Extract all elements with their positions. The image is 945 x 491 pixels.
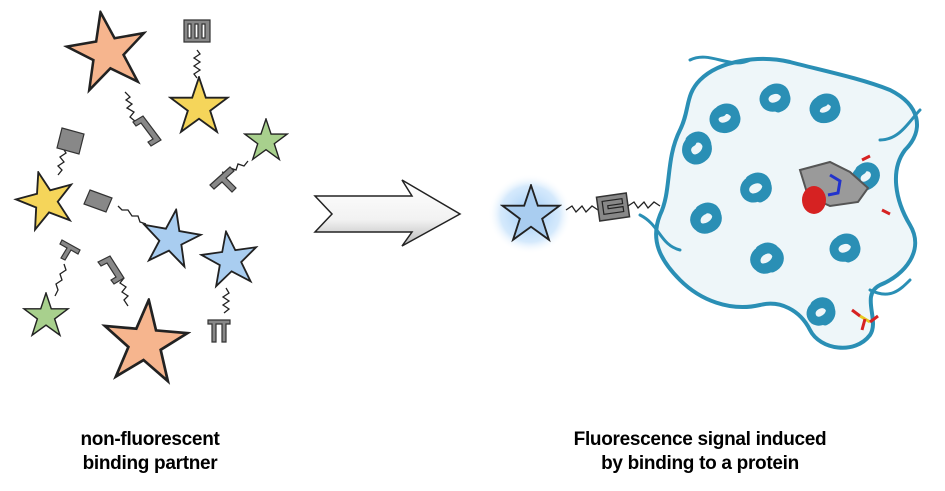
orange-star-top xyxy=(60,4,162,147)
blue-star-middle xyxy=(83,189,206,270)
linker-block xyxy=(595,192,631,222)
yellow-star-top xyxy=(169,19,229,133)
heme-ligand xyxy=(798,154,891,216)
right-caption: Fluorescence signal induced by binding t… xyxy=(500,428,900,476)
sulfate-ion xyxy=(851,308,879,331)
left-caption-line2: binding partner xyxy=(82,453,218,474)
left-caption: non-fluorescent binding partner xyxy=(30,428,270,476)
fluorescent-complex xyxy=(488,55,922,350)
green-star-top xyxy=(209,118,288,193)
right-arrow-icon xyxy=(313,179,462,247)
yellow-star-left xyxy=(9,127,85,234)
left-caption-line1: non-fluorescent xyxy=(80,429,220,450)
left-cluster xyxy=(9,4,288,384)
right-caption-line2: by binding to a protein xyxy=(601,453,799,474)
green-star-bottom xyxy=(23,239,81,336)
orange-star-bottom xyxy=(97,255,192,384)
blue-star-right xyxy=(197,226,262,343)
right-caption-line1: Fluorescence signal induced xyxy=(573,429,827,450)
protein-ribbon-icon xyxy=(638,55,922,350)
